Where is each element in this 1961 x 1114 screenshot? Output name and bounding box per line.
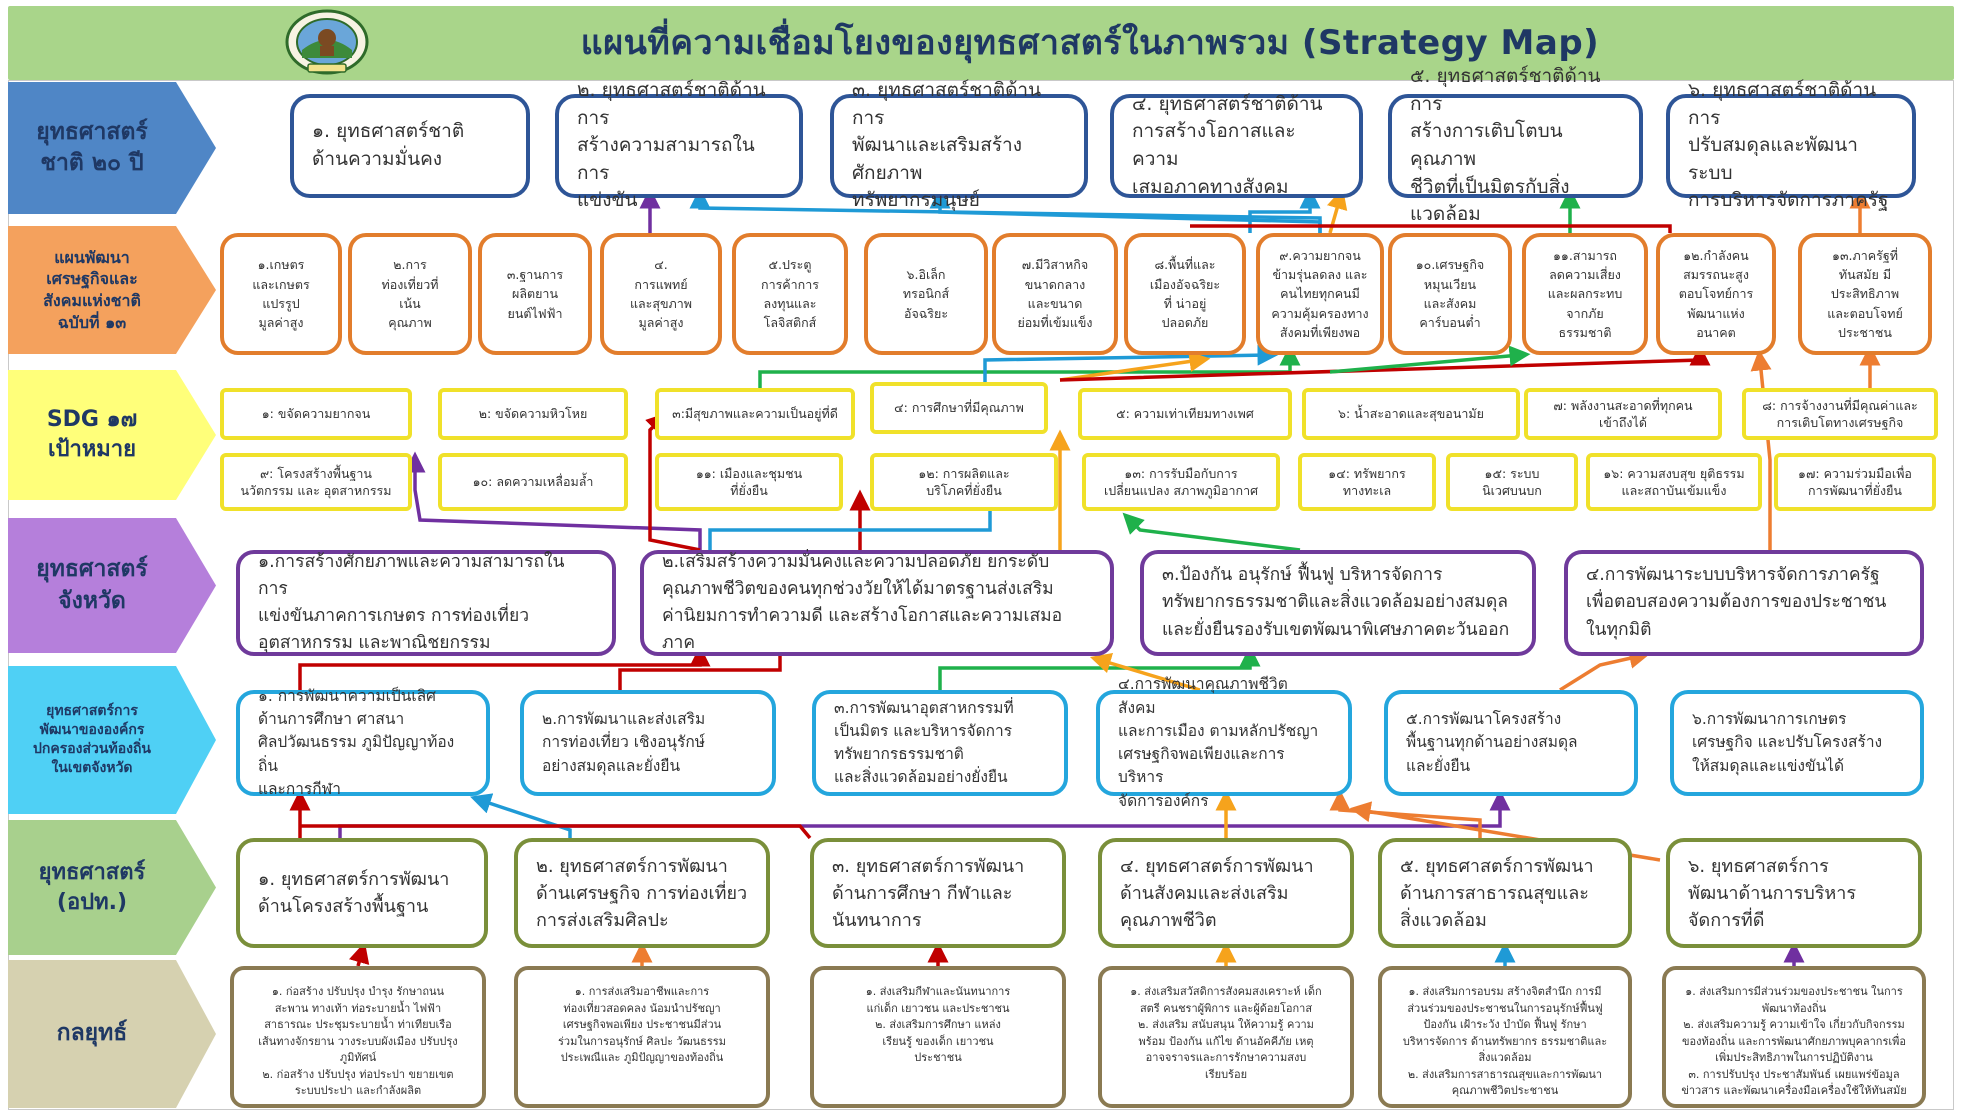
connector-19 (404, 451, 702, 550)
connector-27 (983, 344, 1279, 388)
province-box-2: ๒.เสริมสร้างความมั่นคงและความปลอดภัย ยกร… (640, 550, 1114, 656)
chevron-shape (8, 82, 216, 214)
lao-box-6: ๖. ยุทธศาสตร์การ พัฒนาด้านการบริหาร จัดก… (1666, 838, 1922, 948)
row-label-national: ยุทธศาสตร์ ชาติ ๒๐ ปี (8, 82, 216, 214)
nesdp13-box-11: ๑๑.สามารถ ลดความเสี่ยง และผลกระทบ จากภัย… (1522, 233, 1648, 355)
connector-18 (618, 656, 782, 690)
row-label-tactic: กลยุทธ์ (8, 960, 216, 1108)
province-box-1: ๑.การสร้างศักยภาพและความสามารถในการ แข่ง… (236, 550, 616, 656)
row-label-local-org: ยุทธศาสตร์การ พัฒนาขององค์กร ปกครองส่วนท… (8, 666, 216, 814)
national-box-2: ๒. ยุทธศาสตร์ชาติด้านการ สร้างความสามารถ… (555, 79, 803, 211)
connector-16 (1089, 652, 1201, 692)
connector-14 (298, 645, 711, 690)
chevron-shape (8, 960, 216, 1108)
nesdp13-box-10: ๑๐.เศรษฐกิจ หมุนเวียน และสังคม คาร์บอนต่… (1388, 233, 1512, 355)
sdg-box-16: ๑๖: ความสงบสุข ยุติธรรม และสถาบันเข้มแข็… (1586, 453, 1762, 511)
national-box-6: ๖. ยุทธศาสตร์ชาติด้านการ ปรับสมดุลและพัฒ… (1666, 79, 1916, 211)
nesdp13-box-7: ๗.มีวิสาหกิจ ขนาดกลาง และขนาด ย่อมที่เข้… (992, 233, 1118, 355)
nesdp13-box-1: ๑.เกษตร และเกษตร แปรรูป มูลค่าสูง (220, 233, 342, 355)
sdg-box-11: ๑๑: เมืองและชุมชน ที่ยั่งยืน (655, 453, 843, 511)
local-org-box-6: ๖.การพัฒนาการเกษตร เศรษฐกิจ และปรับโครงส… (1670, 690, 1924, 796)
chevron-shape (8, 518, 216, 653)
nesdp13-box-2: ๒.การ ท่องเที่ยวที่ เน้น คุณภาพ (348, 233, 472, 355)
lao-box-3: ๓. ยุทธศาสตร์การพัฒนา ด้านการศึกษา กีฬาแ… (810, 838, 1066, 948)
chevron-shape (8, 820, 216, 955)
connector-35 (1248, 187, 1321, 233)
nesdp13-box-6: ๖.อิเล็ก ทรอนิกส์ อัจฉริยะ (864, 233, 988, 355)
national-box-1: ๑. ยุทธศาสตร์ชาติ ด้านความมั่นคง (290, 94, 530, 198)
sdg-box-7: ๗: พลังงานสะอาดที่ทุกคน เข้าถึงได้ (1524, 388, 1722, 440)
sdg-box-6: ๖: น้ำสะอาดและสุขอนามัย (1302, 388, 1520, 440)
national-box-3: ๓. ยุทธศาสตร์ชาติด้านการ พัฒนาและเสริมสร… (830, 79, 1088, 211)
nesdp13-box-4: ๔. การแพทย์ และสุขภาพ มูลค่าสูง (600, 233, 722, 355)
row-label-text: ยุทธศาสตร์การ พัฒนาขององค์กร ปกครองส่วนท… (33, 703, 151, 776)
page-title: แผนที่ความเชื่อมโยงของยุทธศาสตร์ในภาพรวม… (580, 23, 1600, 63)
lao-box-4: ๔. ยุทธศาสตร์การพัฒนา ด้านสังคมและส่งเสร… (1098, 838, 1354, 948)
sdg-box-2: ๒: ขจัดความหิวโหย (438, 388, 628, 440)
connector-9 (470, 793, 572, 838)
chevron-shape (8, 370, 216, 500)
connector-30 (1329, 345, 1531, 374)
sdg-box-14: ๑๔: ทรัพยากร ทางทะเล (1298, 453, 1436, 511)
row-label-text: กลยุทธ์ (56, 1020, 128, 1047)
connector-17 (1559, 648, 1651, 692)
sdg-box-3: ๓:มีสุขภาพและความเป็นอยู่ที่ดี (655, 388, 855, 440)
tactic-box-2: ๑. การส่งเสริมอาชีพและการ ท่องเที่ยวสอดค… (514, 966, 770, 1108)
sdg-box-13: ๑๓: การรับมือกับการ เปลี่ยนแปลง สภาพภูมิ… (1082, 453, 1280, 511)
row-label-text: ยุทธศาสตร์ จังหวัด (36, 556, 148, 614)
national-box-4: ๔. ยุทธศาสตร์ชาติด้าน การสร้างโอกาสและคว… (1110, 93, 1363, 198)
connector-38 (1190, 224, 1672, 233)
lao-box-2: ๒. ยุทธศาสตร์การพัฒนา ด้านเศรษฐกิจ การท่… (514, 838, 770, 948)
sdg-box-17: ๑๗: ความร่วมมือเพื่อ การพัฒนาที่ยั่งยืน (1774, 453, 1936, 511)
row-label-lao: ยุทธศาสตร์ (อปท.) (8, 820, 216, 955)
chevron-shape (8, 666, 216, 814)
local-org-box-5: ๕.การพัฒนาโครงสร้าง พื้นฐานทุกด้านอย่างส… (1384, 690, 1638, 796)
connector-1 (349, 941, 370, 967)
chevron-shape (8, 226, 216, 354)
tactic-box-3: ๑. ส่งเสริมกีฬาและนันทนาการ แก่เด็ก เยาว… (810, 966, 1066, 1108)
nesdp13-box-8: ๘.พื้นที่และ เมืองอัจฉริยะ ที่ น่าอยู่ ป… (1124, 233, 1246, 355)
local-org-box-2: ๒.การพัฒนาและส่งเสริม การท่องเที่ยว เชิง… (520, 690, 776, 796)
nesdp13-box-9: ๙.ความยากจน ข้ามรุ่นลดลง และ คนไทยทุกคนม… (1256, 233, 1384, 355)
row-label-text: SDG ๑๗ เป้าหมาย (46, 407, 138, 462)
sdg-box-4: ๔: การศึกษาที่มีคุณภาพ (870, 382, 1048, 434)
nesdp13-box-5: ๕.ประตู การค้าการ ลงทุนและ โลจิสติกส์ (732, 233, 848, 355)
connector-24 (1122, 512, 1301, 552)
province-box-4: ๔.การพัฒนาระบบบริหารจัดการภาครัฐ เพื่อตอ… (1564, 550, 1924, 656)
local-org-box-3: ๓.การพัฒนาอุตสาหกรรมที่ เป็นมิตร และบริห… (812, 690, 1068, 796)
connector-10 (300, 824, 812, 840)
local-org-box-1: ๑. การพัฒนาความเป็นเลิศ ด้านการศึกษา ศาส… (236, 687, 490, 798)
lao-box-1: ๑. ยุทธศาสตร์การพัฒนา ด้านโครงสร้างพื้นฐ… (236, 838, 488, 948)
row-label-sdg: SDG ๑๗ เป้าหมาย (8, 370, 216, 500)
row-label-text: ยุทธศาสตร์ (อปท.) (38, 859, 146, 915)
nesdp13-box-3: ๓.ฐานการ ผลิตยาน ยนต์ไฟฟ้า (478, 233, 592, 355)
row-label-nesdp13: แผนพัฒนา เศรษฐกิจและ สังคมแห่งชาติ ฉบับท… (8, 226, 216, 354)
sdg-box-5: ๕: ความเท่าเทียมทางเพศ (1078, 388, 1292, 440)
row-label-text: แผนพัฒนา เศรษฐกิจและ สังคมแห่งชาติ ฉบับท… (43, 247, 141, 332)
nesdp13-box-12: ๑๒.กำลังคน สมรรถนะสูง ตอบโจทย์การ พัฒนาแ… (1656, 233, 1776, 355)
provincial-seal-icon (285, 9, 369, 75)
connector-28 (1059, 351, 1211, 382)
connector-26 (758, 344, 1301, 388)
tactic-box-6: ๑. ส่งเสริมการมีส่วนร่วมของประชาชน ในการ… (1662, 966, 1926, 1108)
sdg-box-1: ๑: ขจัดความยากจน (220, 388, 412, 440)
tactic-box-1: ๑. ก่อสร้าง ปรับปรุง บำรุง รักษาถนน สะพา… (230, 966, 486, 1108)
connector-8 (338, 789, 1511, 838)
tactic-box-4: ๑. ส่งเสริมสวัสดิการสังคมสงเคราะห์ เด็ก … (1098, 966, 1354, 1108)
local-org-box-4: ๔.การพัฒนาคุณภาพชีวิต สังคม และการเมือง … (1096, 675, 1352, 810)
sdg-box-10: ๑๐: ลดความเหลื่อมล้ำ (438, 453, 628, 511)
sdg-box-8: ๘: การจ้างงานที่มีคุณค่าและ การเติบโตทาง… (1742, 388, 1938, 440)
lao-box-5: ๕. ยุทธศาสตร์การพัฒนา ด้านการสาธารณสุขแล… (1378, 838, 1632, 948)
connector-29 (1059, 344, 1711, 382)
sdg-box-9: ๙: โครงสร้างพื้นฐาน นวัตกรรม และ อุตสาหก… (220, 453, 412, 511)
sdg-box-15: ๑๕: ระบบ นิเวศบนบก (1446, 453, 1578, 511)
sdg-box-12: ๑๒: การผลิตและ บริโภคที่ยั่งยืน (870, 453, 1058, 511)
tactic-box-5: ๑. ส่งเสริมการอบรม สร้างจิตสำนึก การมี ส… (1378, 966, 1632, 1108)
national-box-5: ๕. ยุทธศาสตร์ชาติด้านการ สร้างการเติบโตบ… (1388, 65, 1643, 225)
row-label-province: ยุทธศาสตร์ จังหวัด (8, 518, 216, 653)
row-label-text: ยุทธศาสตร์ ชาติ ๒๐ ปี (36, 118, 148, 176)
nesdp13-box-13: ๑๓.ภาครัฐที่ ทันสมัย มี ประสิทธิภาพ และต… (1798, 233, 1932, 355)
province-box-3: ๓.ป้องกัน อนุรักษ์ ฟื้นฟู บริหารจัดการ ท… (1140, 550, 1536, 656)
